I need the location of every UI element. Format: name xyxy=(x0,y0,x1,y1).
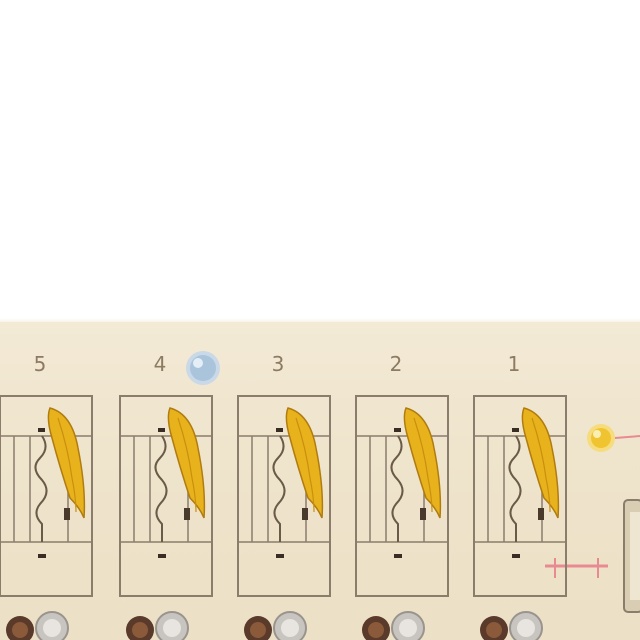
slot-outline xyxy=(0,395,93,597)
side-connector xyxy=(623,499,640,613)
yellow-flame-icon xyxy=(285,407,324,519)
yellow-flame-icon xyxy=(521,407,560,519)
slot-number-label: 4 xyxy=(153,352,167,376)
slot-outline xyxy=(119,395,213,597)
slot-number-label: 5 xyxy=(33,352,47,376)
terminal-pair xyxy=(480,611,543,640)
yellow-flame-icon xyxy=(167,407,206,519)
slot-outline xyxy=(237,395,331,597)
blue-led-icon xyxy=(186,351,220,385)
filament-wire xyxy=(272,435,286,542)
yellow-flame-icon xyxy=(47,407,86,519)
terminal-pair xyxy=(244,611,307,640)
filament-wire xyxy=(34,435,48,542)
slot-outline xyxy=(473,395,567,597)
switch-slot xyxy=(473,395,567,640)
slot-number-label: 2 xyxy=(389,352,403,376)
yellow-led-icon xyxy=(587,424,640,452)
terminal-pair xyxy=(362,611,425,640)
slot-number-label: 3 xyxy=(271,352,285,376)
yellow-flame-icon xyxy=(403,407,442,519)
terminal-pair xyxy=(126,611,189,640)
filament-wire xyxy=(154,435,168,542)
slot-outline xyxy=(355,395,449,597)
terminal-pair xyxy=(6,611,69,640)
pink-trace xyxy=(545,558,608,578)
filament-wire xyxy=(508,435,522,542)
filament-wire xyxy=(390,435,404,542)
switch-slot xyxy=(355,395,449,640)
switch-slot xyxy=(119,395,213,640)
slot-number-label: 1 xyxy=(507,352,521,376)
switch-slot xyxy=(0,395,93,640)
switch-slot xyxy=(237,395,331,640)
